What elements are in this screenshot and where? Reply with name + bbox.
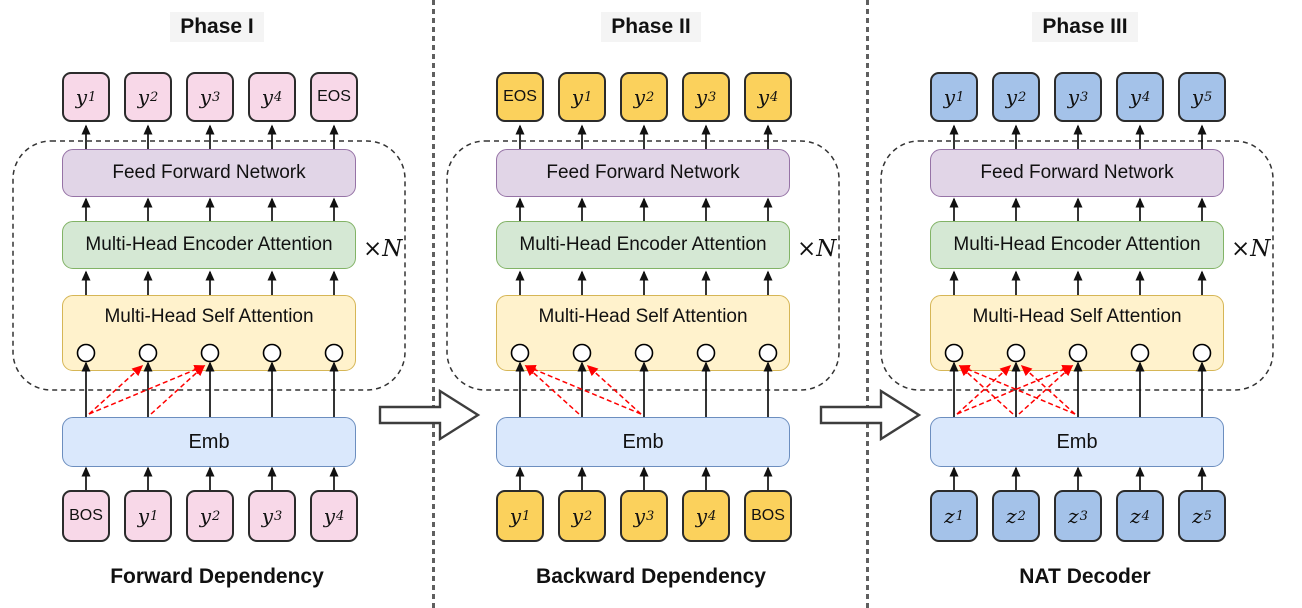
phase-2-xn-label: ×N xyxy=(797,236,837,262)
phase-2-embedding-block: Emb xyxy=(496,417,790,467)
phase-1-feed-forward-network-block: Feed Forward Network xyxy=(62,149,356,197)
phase-3-xn-label: ×N xyxy=(1231,236,1271,262)
panel-separator-1 xyxy=(432,0,435,608)
phase-2-self-attention-block: Multi-Head Self Attention xyxy=(496,295,790,371)
input-token-BOS: BOS xyxy=(62,490,110,542)
phase-2-encoder-attention-block: Multi-Head Encoder Attention xyxy=(496,221,790,269)
phase-3-self-attention-block: Multi-Head Self Attention xyxy=(930,295,1224,371)
phase-3-caption: NAT Decoder xyxy=(1019,565,1151,588)
phase-2-caption: Backward Dependency xyxy=(536,565,766,588)
output-token-EOS: EOS xyxy=(496,72,544,122)
phase-1-caption: Forward Dependency xyxy=(110,565,324,588)
phase-3-embedding-block: Emb xyxy=(930,417,1224,467)
phase-2-title: Phase II xyxy=(434,12,868,42)
input-token-BOS: BOS xyxy=(744,490,792,542)
phase-1-xn-label: ×N xyxy=(363,236,403,262)
phase-2-feed-forward-network-block: Feed Forward Network xyxy=(496,149,790,197)
phase-3-encoder-attention-block: Multi-Head Encoder Attention xyxy=(930,221,1224,269)
red-dependency-arrows xyxy=(88,364,206,415)
phase-transition-arrow-1 xyxy=(378,388,481,442)
phase-transition-arrow-2 xyxy=(819,388,922,442)
output-token-EOS: EOS xyxy=(310,72,358,122)
phase-3-title: Phase III xyxy=(868,12,1302,42)
phase-1-title: Phase I xyxy=(0,12,434,42)
phase-3-feed-forward-network-block: Feed Forward Network xyxy=(930,149,1224,197)
panel-separator-2 xyxy=(866,0,869,608)
red-dependency-arrows xyxy=(956,364,1076,415)
phase-1-self-attention-block: Multi-Head Self Attention xyxy=(62,295,356,371)
phase-1-embedding-block: Emb xyxy=(62,417,356,467)
red-dependency-arrows xyxy=(524,364,642,415)
phase-1-encoder-attention-block: Multi-Head Encoder Attention xyxy=(62,221,356,269)
